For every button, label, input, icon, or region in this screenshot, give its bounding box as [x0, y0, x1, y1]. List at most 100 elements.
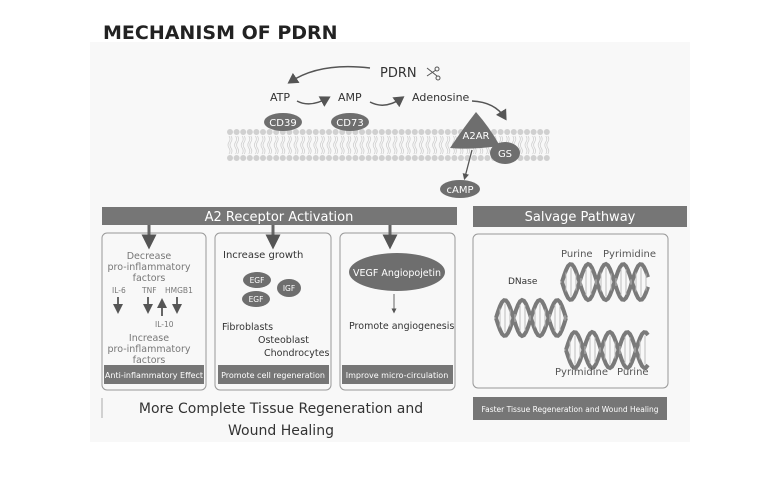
lipid-tail [287, 135, 290, 155]
camp-label: cAMP [447, 185, 474, 196]
lipid-tail [374, 135, 378, 155]
lipid-tail [348, 135, 352, 155]
lipid-tail [440, 135, 444, 155]
lipid-tail [260, 135, 264, 155]
lipid-head [359, 155, 365, 161]
lipid-head [293, 155, 299, 161]
a2-header-bar [102, 207, 457, 225]
lipid-tail [256, 135, 259, 155]
lipid-head [438, 155, 445, 161]
lipid-tail [405, 135, 409, 155]
lipid-tail [399, 135, 402, 155]
lipid-tail [302, 135, 305, 155]
box3-footer-bar [342, 365, 453, 384]
lipid-tail [438, 135, 442, 155]
lipid-tail [273, 135, 277, 155]
box2-footer: Promote cell regeneration [221, 371, 325, 380]
lipid-head [524, 129, 530, 135]
lipid-head [504, 129, 511, 135]
lipid-tail [339, 135, 343, 155]
lipid-head [444, 129, 451, 135]
lipid-head [444, 155, 451, 161]
egf-label: EGF [250, 276, 265, 285]
cd73-label: CD73 [336, 118, 363, 129]
dna-strand [564, 329, 650, 371]
lipid-head [352, 155, 359, 161]
lipid-head [530, 129, 537, 135]
lipid-tail [236, 135, 239, 155]
igf-label: IGF [283, 284, 295, 293]
amp-label: AMP [338, 91, 362, 104]
gs-protein [490, 142, 520, 164]
lipid-head [392, 155, 398, 161]
lipid-head [438, 129, 445, 135]
anti-inflammatory-box [101, 232, 207, 391]
salvage-box [472, 233, 669, 389]
lipid-head [339, 155, 346, 161]
decrease-text: Decrease [127, 251, 172, 262]
lipid-tail [544, 135, 548, 155]
a2ar-receptor [450, 112, 500, 149]
lipid-head [312, 155, 319, 161]
lipid-tail [379, 135, 383, 155]
lipid-head [530, 155, 537, 161]
box2-footer-bar [218, 365, 329, 384]
lipid-head [365, 129, 372, 135]
lipid-tail [262, 135, 266, 155]
lipid-head [312, 129, 319, 135]
lipid-head [326, 155, 332, 161]
decrease-text: pro-inflammatory [107, 262, 190, 273]
lipid-head [279, 155, 286, 161]
adenosine-label: Adenosine [412, 91, 470, 104]
lipid-head [260, 129, 266, 135]
lipid-head [240, 129, 247, 135]
purine-top-label: Purine [561, 249, 593, 260]
lipid-tail [353, 135, 356, 155]
lipid-head [405, 129, 412, 135]
lipid-tail [229, 135, 233, 155]
lipid-head [246, 129, 253, 135]
arrow-amp-adenosine [369, 96, 405, 108]
lipid-head [398, 129, 405, 135]
egf-label: EGF [249, 295, 264, 304]
egf-ellipse [242, 291, 270, 307]
lipid-tail [524, 135, 528, 155]
lipid-tail [414, 135, 418, 155]
lipid-tail [300, 135, 303, 155]
lipid-head [425, 129, 431, 135]
lipid-tail [412, 135, 416, 155]
lipid-head [359, 129, 365, 135]
lipid-tail [537, 135, 541, 155]
atp-label: ATP [270, 91, 290, 104]
lipid-tail [355, 135, 358, 155]
vegf-label: VEGF Angiopojetin [353, 268, 441, 279]
lipid-head [227, 129, 233, 135]
lipid-tail [401, 135, 404, 155]
conclusion-text: More Complete Tissue Regeneration and [139, 401, 423, 417]
lipid-head [253, 129, 260, 135]
lipid-head [286, 155, 293, 161]
lipid-head [398, 155, 405, 161]
cd39-label: CD39 [269, 118, 296, 129]
arrow-adenosine-a2ar [471, 100, 507, 121]
lipid-head [273, 155, 280, 161]
lipid-head [253, 155, 260, 161]
lipid-head [345, 155, 352, 161]
lipid-head [266, 155, 273, 161]
lipid-tail [421, 135, 424, 155]
lipid-head [517, 129, 524, 135]
lipid-head [510, 129, 517, 135]
box1-footer: Anti-inflammatory Effect [105, 371, 203, 380]
lipid-tail [282, 135, 286, 155]
lipid-tail [518, 135, 521, 155]
lipid-head [339, 129, 346, 135]
lipid-head [451, 155, 458, 161]
lipid-tail [240, 135, 244, 155]
lipid-tail [361, 135, 365, 155]
salvage-header: Salvage Pathway [525, 210, 636, 225]
lipid-tail [388, 135, 391, 155]
purine-bottom-label: Purine [617, 367, 649, 378]
arrow-atp-amp [296, 96, 331, 107]
a2-header: A2 Receptor Activation [205, 210, 354, 225]
salvage-footer-bar [473, 397, 667, 420]
